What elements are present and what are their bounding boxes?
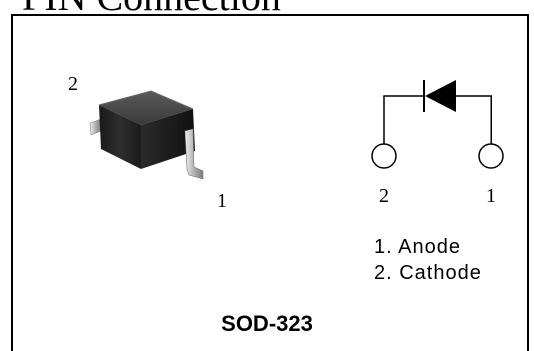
pin-2-terminal xyxy=(371,143,397,169)
pin-1-terminal xyxy=(478,143,504,169)
legend-cathode: 2. Cathode xyxy=(374,262,482,284)
anode-triangle xyxy=(425,80,456,112)
package-name: SOD-323 xyxy=(221,311,313,336)
diode-schematic-symbol xyxy=(371,80,504,169)
sod323-package-illustration xyxy=(89,90,204,180)
symbol-pin-1-label: 1 xyxy=(486,185,496,207)
package-pin-1-label: 1 xyxy=(217,190,227,212)
symbol-pin-2-label: 2 xyxy=(379,185,389,207)
legend-anode: 1. Anode xyxy=(374,236,461,258)
figure-frame xyxy=(11,14,529,351)
section-heading: PIN Connection xyxy=(22,0,281,17)
package-pin-2-label: 2 xyxy=(68,73,78,95)
